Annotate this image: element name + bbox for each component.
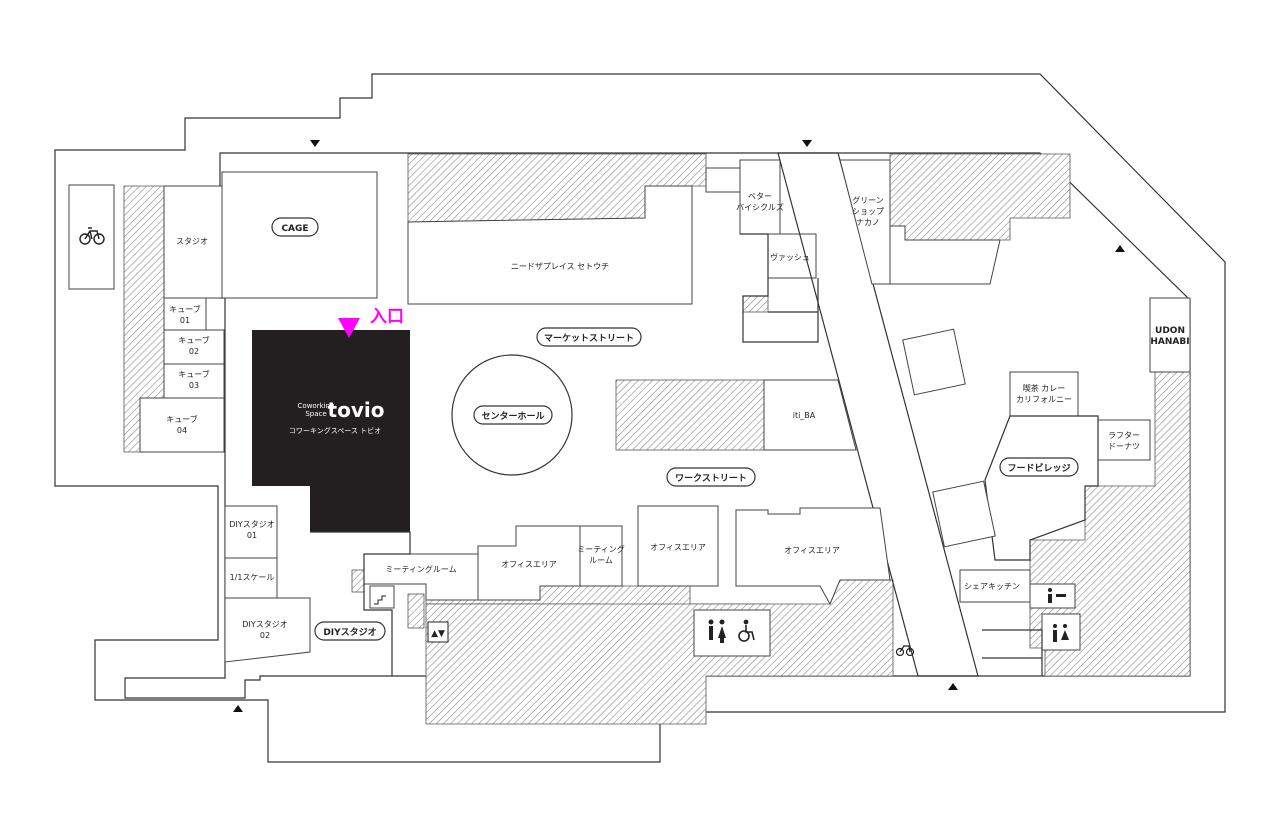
hatched-areas xyxy=(123,153,1191,725)
work-street-label: ワークストリート xyxy=(675,473,747,484)
cube-01-label: キューブ xyxy=(169,304,201,314)
cafe-curry-label: 喫茶 カレー xyxy=(1023,383,1066,393)
better-bicycles-label: ベター xyxy=(748,192,772,201)
diagonal-corridor xyxy=(777,152,979,677)
diy-studio-pill: DIYスタジオ xyxy=(314,621,386,641)
market-street-label: マーケットストリート xyxy=(544,333,634,344)
market-street-pill: マーケットストリート xyxy=(536,327,642,347)
tovio-small-top: Coworking xyxy=(298,402,335,410)
entrance-marker xyxy=(338,318,360,338)
tovio-subtitle: コワーキングスペース トビオ xyxy=(289,426,381,435)
bicycle-icon xyxy=(79,227,105,245)
elevator-icon: ▲▼ xyxy=(427,621,449,643)
studio-label: スタジオ xyxy=(176,237,208,246)
restroom-area-right-2 xyxy=(1041,613,1081,651)
cube-04-num: 04 xyxy=(177,426,187,435)
needs-place-label: ニードザプレイス セトウチ xyxy=(511,262,609,271)
diy-studio-01-room[interactable] xyxy=(224,505,278,559)
office-area-3-room[interactable] xyxy=(735,507,891,606)
better-bicycles-room[interactable] xyxy=(739,159,781,235)
food-village-pill: フードビレッジ xyxy=(999,457,1079,477)
box-a xyxy=(902,328,966,396)
center-hall-label: センターホール xyxy=(481,410,544,422)
vassh-label: ヴァッシュ xyxy=(770,252,810,262)
cube-01-room[interactable] xyxy=(163,297,207,331)
laughter-donuts-label: ラフター xyxy=(1108,431,1140,440)
needs-place-room[interactable] xyxy=(407,185,693,305)
bicycle-icon xyxy=(895,645,915,657)
iti-ba-label: iti_BA xyxy=(793,411,816,420)
restroom-block xyxy=(693,609,771,657)
cube-01-num: 01 xyxy=(180,316,190,325)
cube-03-label: キューブ xyxy=(178,369,210,379)
iti-ba-room[interactable] xyxy=(763,379,857,451)
vassh-room[interactable] xyxy=(767,233,817,279)
diy-studio-02-num: 02 xyxy=(260,631,270,640)
green-shop-label: グリーン xyxy=(852,195,884,205)
diy-corridor-room xyxy=(310,531,411,676)
cage-pill: CAGE xyxy=(271,217,319,237)
diy-studio-01-label: DIYスタジオ xyxy=(229,520,274,529)
direction-arrow-icon xyxy=(233,140,1125,712)
diy-studio-02-label: DIYスタジオ xyxy=(242,620,287,629)
cube-04-label: キューブ xyxy=(166,414,198,424)
cafe-curry-label-2: カリフォルニー xyxy=(1016,395,1072,404)
udon-room[interactable] xyxy=(1149,297,1191,373)
cafe-curry-room[interactable] xyxy=(1009,371,1079,417)
green-shop-label-2: ショップ xyxy=(852,207,884,216)
right-shops xyxy=(740,233,819,343)
cube-02-room[interactable] xyxy=(163,329,225,365)
svg-text:▲▼: ▲▼ xyxy=(431,629,445,639)
office-area-2-label: オフィスエリア xyxy=(650,543,706,552)
laughter-donuts-label-2: ドーナツ xyxy=(1108,442,1140,451)
office-area-3-label: オフィスエリア xyxy=(784,546,840,555)
diy-studio-label: DIYスタジオ xyxy=(323,626,376,638)
meeting-room-2-label-2: ルーム xyxy=(589,556,613,565)
tovio-small-bottom: Space xyxy=(305,410,326,418)
diy-studio-02-room[interactable] xyxy=(224,597,311,663)
restroom-icon xyxy=(1053,624,1069,642)
tovio-logo: tovio xyxy=(328,398,385,422)
food-village-outline xyxy=(984,415,1099,561)
meeting-room-label: ミーティングルーム xyxy=(385,564,456,574)
diy-studio-01-num: 01 xyxy=(247,531,257,540)
meeting-room-2[interactable] xyxy=(579,525,623,587)
scale-label: 1/1スケール xyxy=(230,573,275,582)
food-village-label: フードビレッジ xyxy=(1007,462,1070,474)
center-hall-pill: センターホール xyxy=(473,405,553,425)
office-area-1-label: オフィスエリア xyxy=(501,560,557,569)
cube-04-room[interactable] xyxy=(139,397,225,453)
entrance-label: 入口 xyxy=(370,307,404,327)
wheelchair-icon xyxy=(738,619,755,642)
cube-02-num: 02 xyxy=(189,347,199,356)
small-box xyxy=(705,167,741,193)
scale-room[interactable] xyxy=(224,557,278,599)
green-shop-label-3: ナカノ xyxy=(856,218,880,227)
cube-03-num: 03 xyxy=(189,381,199,390)
better-bicycles-label-2: バイシクルズ xyxy=(736,202,784,212)
office-area-2-room[interactable] xyxy=(637,505,719,587)
laughter-donuts-room[interactable] xyxy=(1097,419,1151,461)
stairs-icon xyxy=(374,595,386,605)
studio-room[interactable] xyxy=(163,185,223,299)
share-kitchen-label: シェアキッチン xyxy=(964,582,1020,591)
room-near-green xyxy=(889,225,1001,285)
udon-label: UDON xyxy=(1155,326,1185,336)
center-hall-circle xyxy=(451,354,573,476)
restroom-icon xyxy=(1048,588,1066,603)
tovio-coworking-block[interactable] xyxy=(252,330,410,532)
building-outline xyxy=(54,73,1226,763)
box-b xyxy=(932,480,996,548)
restroom-area-right xyxy=(1029,583,1076,609)
work-street-pill: ワークストリート xyxy=(666,467,756,487)
cage-label: CAGE xyxy=(281,224,308,234)
meeting-room-2-label: ミーティング xyxy=(577,544,625,554)
restroom-icon xyxy=(708,619,726,643)
cube-02-label: キューブ xyxy=(178,335,210,345)
share-kitchen-room[interactable] xyxy=(959,569,1031,603)
udon-label-2: HANABI xyxy=(1150,337,1189,347)
